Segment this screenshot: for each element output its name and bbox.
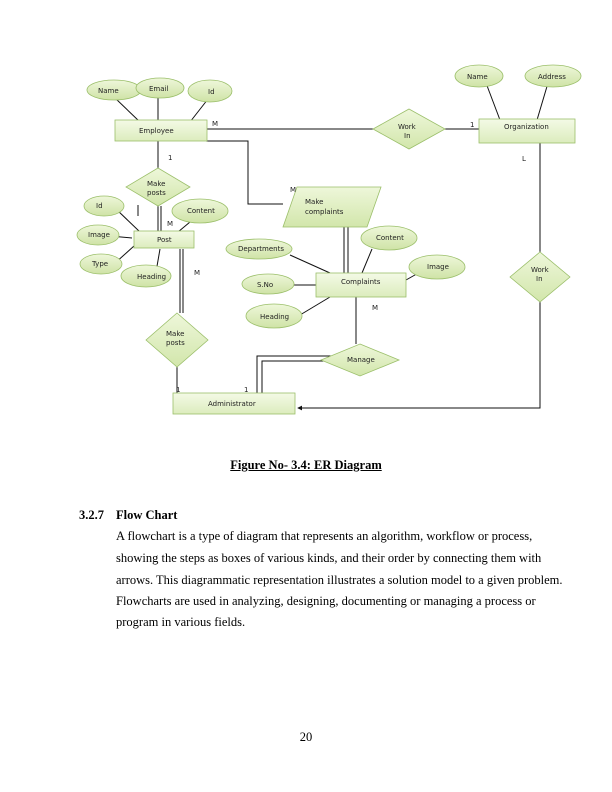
attr-organization-address-label: Address xyxy=(538,73,566,81)
attr-post-id-label: Id xyxy=(96,202,103,210)
attr-post-heading-label: Heading xyxy=(137,273,166,281)
attr-complaints-sno-label: S.No xyxy=(257,281,273,289)
section-number: 3.2.7 xyxy=(79,508,104,522)
rel-make-posts-2-line2: posts xyxy=(166,339,185,347)
connection-lines xyxy=(109,82,549,411)
attr-post-type-label: Type xyxy=(91,260,108,268)
attribute-ellipses xyxy=(76,64,582,329)
entity-administrator-label: Administrator xyxy=(208,400,256,408)
rel-make-posts-1-line1: Make xyxy=(147,180,165,188)
attr-complaints-content-label: Content xyxy=(376,234,404,242)
entity-organization-label: Organization xyxy=(504,123,549,131)
rel-work-in-1-line2: In xyxy=(404,132,411,140)
entity-boxes xyxy=(114,118,576,415)
cardinality-label: 1 xyxy=(176,386,180,394)
cardinality-label: M xyxy=(372,304,378,312)
entity-post-label: Post xyxy=(157,236,172,244)
rel-work-in-2-line2: In xyxy=(536,275,543,283)
entity-complaints-label: Complaints xyxy=(341,278,381,286)
rel-work-in-2-line1: Work xyxy=(531,266,550,274)
rel-make-complaints-line2: complaints xyxy=(305,208,344,216)
entity-employee-label: Employee xyxy=(139,127,174,135)
cardinality-label: L xyxy=(522,155,526,163)
relationship-diamonds xyxy=(125,108,571,377)
page-number: 20 xyxy=(299,730,313,744)
cardinality-label: M xyxy=(194,269,200,277)
body-text-line: program in various fields. xyxy=(116,615,246,629)
body-text-line: showing the steps as boxes of various ki… xyxy=(116,551,542,565)
figure-caption: Figure No- 3.4: ER Diagram xyxy=(230,458,382,472)
body-text-line: arrows. This diagrammatic representation… xyxy=(116,573,563,587)
attr-organization-name-label: Name xyxy=(467,73,488,81)
body-text-line: Flowcharts are used in analyzing, design… xyxy=(116,594,536,608)
attr-complaints-image-label: Image xyxy=(427,263,449,271)
attr-post-content-label: Content xyxy=(187,207,215,215)
attr-employee-name-label: Name xyxy=(98,87,119,95)
section-title: Flow Chart xyxy=(116,508,178,522)
cardinality-label: M xyxy=(167,220,173,228)
cardinality-label: 1 xyxy=(470,121,474,129)
rel-make-complaints-line1: Make xyxy=(305,198,323,206)
rel-make-posts-2-line1: Make xyxy=(166,330,184,338)
rel-make-posts-1-line2: posts xyxy=(147,189,166,197)
cardinality-label: M xyxy=(290,186,296,194)
attr-post-image-label: Image xyxy=(88,231,110,239)
cardinality-label: 1 xyxy=(244,386,248,394)
cardinality-label: M xyxy=(212,120,218,128)
attr-employee-id-label: Id xyxy=(208,88,215,96)
er-diagram: Employee Organization Post Complaints Ad… xyxy=(76,64,582,415)
attr-employee-email-label: Email xyxy=(149,85,168,93)
body-text-line: A flowchart is a type of diagram that re… xyxy=(116,529,533,543)
rel-work-in-1-line1: Work xyxy=(398,123,417,131)
attr-complaints-departments-label: Departments xyxy=(238,245,284,253)
attr-complaints-heading-label: Heading xyxy=(260,313,289,321)
cardinality-label: 1 xyxy=(168,154,172,162)
rel-manage-label: Manage xyxy=(347,356,375,364)
